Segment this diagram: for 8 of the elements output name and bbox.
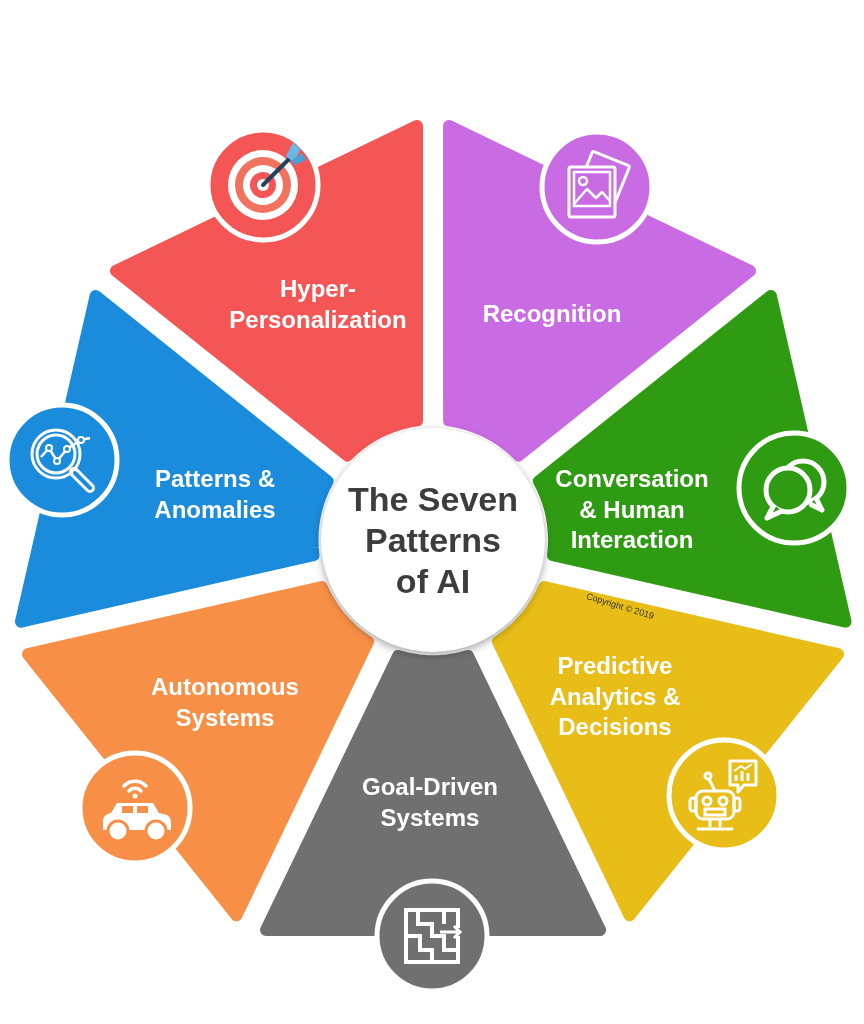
segment-label: Conversation & Human Interaction bbox=[554, 464, 710, 556]
segment-label: Recognition bbox=[482, 299, 622, 330]
segment-label: Autonomous Systems bbox=[150, 672, 300, 734]
segment-label: Predictive Analytics & Decisions bbox=[549, 651, 681, 743]
segment-label: Patterns & Anomalies bbox=[153, 464, 277, 526]
segment-label: Hyper-Personalization bbox=[228, 274, 408, 336]
center-title: The Seven Patterns of AI bbox=[347, 479, 519, 602]
segment-label: Goal-Driven Systems bbox=[361, 772, 499, 834]
